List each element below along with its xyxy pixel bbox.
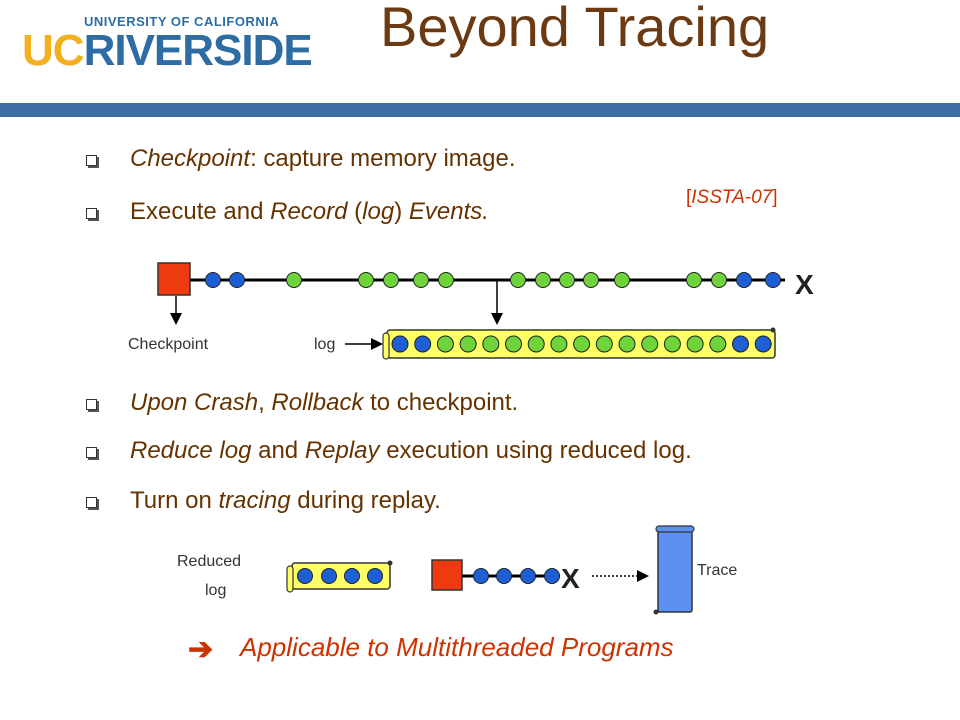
bullet-reduce-replay: Reduce log and Replay execution using re… [130, 437, 692, 464]
log-event-blue [391, 335, 409, 353]
timeline-event-green [438, 272, 454, 288]
replay-event-blue [520, 568, 536, 584]
replay-checkpoint-box [431, 559, 463, 591]
reduced-log-scroll-dot [387, 560, 393, 566]
log-event-green [686, 335, 704, 353]
replay-event-blue [544, 568, 560, 584]
bullet-square-icon [86, 447, 97, 458]
log-event-blue [754, 335, 772, 353]
timeline-event-green [286, 272, 302, 288]
title-divider-bar [0, 103, 960, 117]
bullet-square-icon [86, 399, 97, 410]
timeline-event-green [383, 272, 399, 288]
log-event-blue [732, 335, 749, 353]
timeline-event-green [686, 272, 702, 288]
checkpoint-label: Checkpoint [128, 336, 209, 353]
logo-uc: UC [22, 26, 85, 75]
bullet-rollback: Upon Crash, Rollback to checkpoint. [130, 389, 519, 416]
bullet-square-icon [86, 497, 97, 508]
log-event-green [709, 335, 727, 353]
timeline-event-green [413, 272, 429, 288]
logo-university-text: UNIVERSITY OF CALIFORNIA [84, 14, 280, 29]
ucr-logo: UCRIVERSIDE [22, 26, 313, 76]
replay-crash-mark: X [561, 563, 580, 594]
log-event-green [550, 335, 568, 353]
checkpoint-box [157, 262, 191, 296]
reduced-log-event-blue [367, 568, 383, 584]
reduced-log-label-2: log [205, 582, 227, 599]
log-event-green [436, 335, 454, 353]
timeline-event-green [711, 272, 727, 288]
trace-scroll [657, 529, 693, 613]
log-event-green [505, 335, 522, 353]
crash-mark: X [795, 269, 814, 300]
timeline-event-green [583, 272, 599, 288]
log-event-green [527, 335, 545, 353]
log-event-green [595, 335, 613, 353]
reduced-log-event-blue [344, 568, 360, 584]
slide-title: Beyond Tracing [380, 0, 770, 58]
timeline-event-green [510, 272, 526, 288]
trace-scroll-dot [653, 609, 659, 615]
timeline-event-green [614, 272, 630, 288]
right-arrow-icon: ➔ [188, 633, 214, 666]
bullet-square-icon [86, 208, 97, 219]
reduced-log-event-blue [321, 568, 337, 584]
log-event-blue [414, 335, 432, 353]
log-scroll-curl [382, 332, 390, 360]
timeline-event-blue [205, 272, 221, 288]
replay-event-blue [496, 568, 512, 584]
log-event-green [663, 335, 681, 353]
timeline-event-green [358, 272, 374, 288]
bullet-checkpoint: Checkpoint: capture memory image. [130, 145, 516, 172]
bullet-execute-record: Execute and Record (log) Events. [130, 198, 489, 225]
log-event-green [573, 335, 591, 353]
log-event-green [459, 335, 477, 353]
reduced-log-scroll-curl [286, 565, 294, 593]
reduced-log-label: Reduced [177, 553, 242, 570]
trace-label: Trace [697, 562, 738, 579]
log-event-green [641, 335, 659, 353]
bullet-tracing: Turn on tracing during replay. [130, 487, 441, 514]
trace-scroll-top [655, 525, 695, 533]
citation: [ISSTA-07] [686, 187, 778, 208]
bullet-square-icon [86, 155, 97, 166]
timeline-event-green [535, 272, 551, 288]
log-event-green [482, 335, 500, 353]
timeline-event-blue [765, 272, 781, 288]
conclusion-text: Applicable to Multithreaded Programs [240, 632, 674, 662]
timeline-event-green [559, 272, 575, 288]
replay-event-blue [473, 568, 489, 584]
log-label: log [314, 336, 336, 353]
timeline-event-blue [736, 272, 752, 288]
logo-riverside: RIVERSIDE [83, 26, 313, 75]
timeline-event-blue [229, 272, 245, 288]
log-scroll-dot [770, 327, 776, 333]
reduced-log-event-blue [297, 568, 313, 584]
log-event-green [618, 335, 636, 353]
